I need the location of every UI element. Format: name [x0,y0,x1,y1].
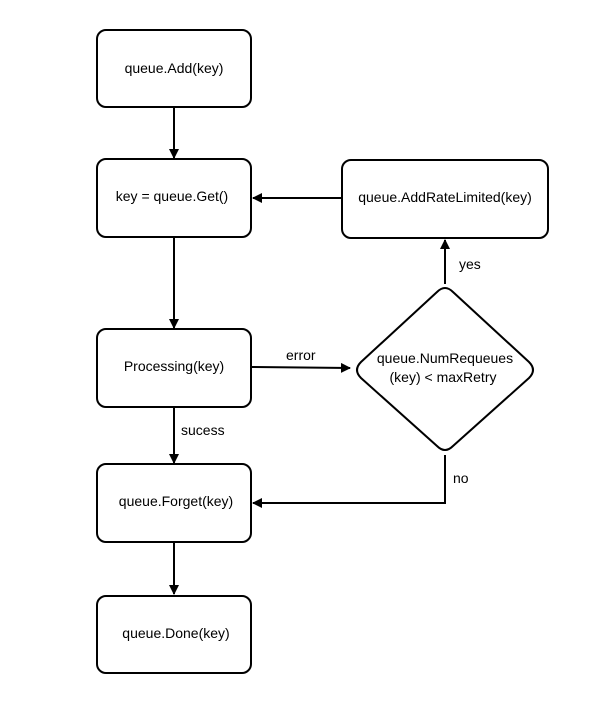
edge-processing-to-decision [250,362,351,373]
node-processing-label: Processing(key) [124,358,224,374]
node-queue-add: queue.Add(key) [96,29,252,108]
node-queue-done: queue.Done(key) [96,595,252,674]
edge-decision-to-forget [252,455,446,508]
node-rate-limited: queue.AddRateLimited(key) [341,159,549,239]
edge-label-success: sucess [181,422,225,438]
edge-label-yes: yes [459,256,481,272]
node-queue-forget-label: queue.Forget(key) [119,493,233,509]
node-queue-done-label: queue.Done(key) [122,625,229,641]
node-rate-limited-label: queue.AddRateLimited(key) [358,189,532,205]
decision-diamond: queue.NumRequeues (key) < maxRetry [356,287,534,451]
node-queue-forget: queue.Forget(key) [96,463,252,543]
node-queue-get: key = queue.Get() [96,158,252,238]
decision-label-line1: queue.NumRequeues [377,350,513,366]
edge-label-error: error [286,347,316,363]
node-processing: Processing(key) [96,328,252,408]
decision-label-line2: (key) < maxRetry [390,369,497,385]
edge-label-no: no [453,470,469,486]
node-queue-get-label: key = queue.Get() [116,188,228,204]
node-queue-add-label: queue.Add(key) [125,60,224,76]
